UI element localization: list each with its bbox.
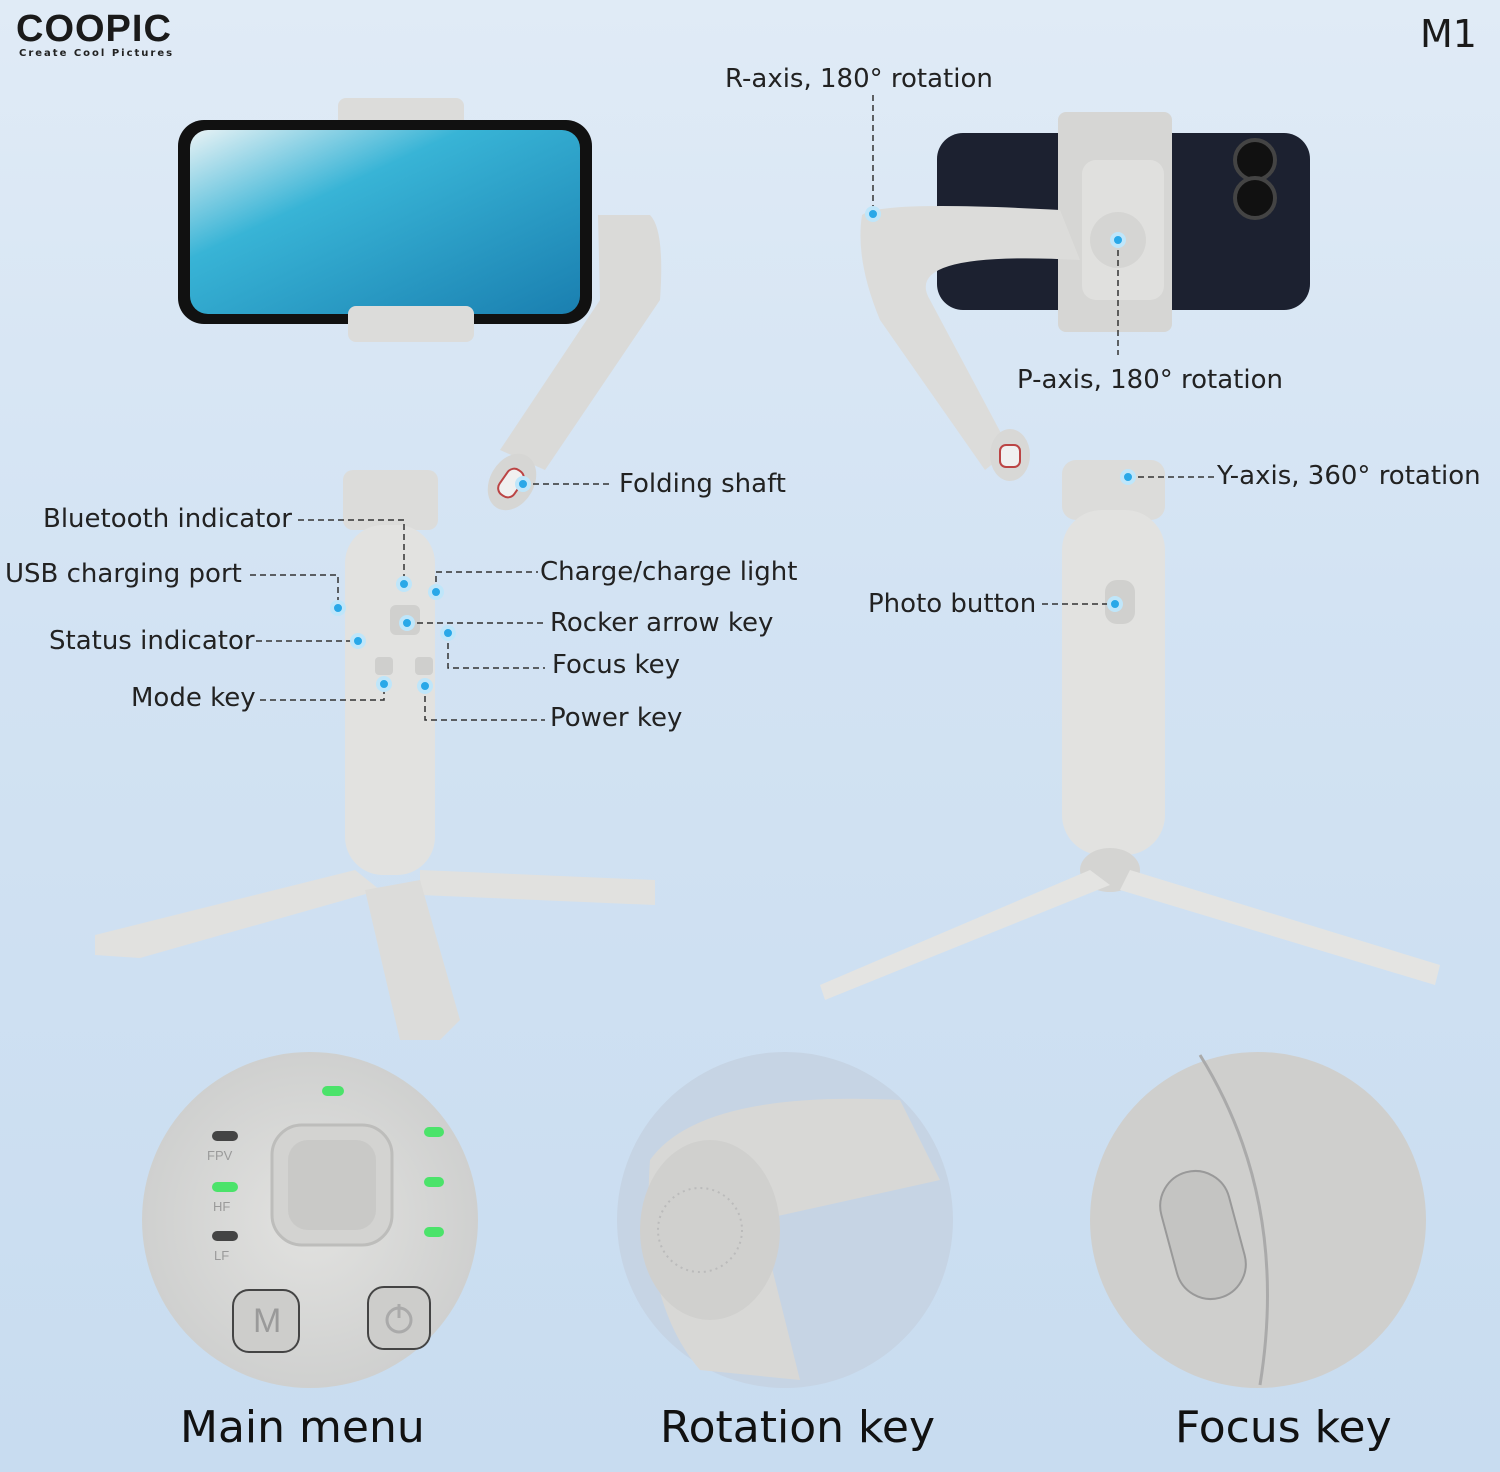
- lf-led-label: LF: [214, 1248, 230, 1263]
- gimbal-back-view: [820, 112, 1440, 1000]
- caption-focus-key: Focus key: [1175, 1402, 1392, 1453]
- model-label: M1: [1420, 12, 1477, 56]
- mode-key-label: Mode key: [131, 683, 256, 713]
- r-axis-label: R-axis, 180° rotation: [725, 64, 993, 94]
- brand-logo: COOPIC Create Cool Pictures: [16, 10, 174, 59]
- folding-shaft-label: Folding shaft: [619, 469, 786, 499]
- closeup-focus-key: [1090, 1052, 1426, 1388]
- caption-rotation-key: Rotation key: [660, 1402, 936, 1453]
- brand-name: COOPIC: [16, 8, 172, 50]
- hf-led-label: HF: [213, 1199, 231, 1214]
- brand-tagline: Create Cool Pictures: [19, 48, 175, 59]
- p-axis-label: P-axis, 180° rotation: [1017, 365, 1283, 395]
- bluetooth-indicator-label: Bluetooth indicator: [43, 504, 292, 534]
- status-indicator-label: Status indicator: [49, 626, 255, 656]
- gimbal-front-view: [95, 98, 662, 1040]
- closeup-main-menu: [142, 1052, 478, 1388]
- focus-key-label: Focus key: [552, 650, 681, 680]
- mode-button-glyph: M: [253, 1302, 282, 1340]
- photo-button-label: Photo button: [868, 589, 1037, 619]
- closeup-rotation-key: [617, 1052, 953, 1388]
- charge-light-label: Charge/charge light: [540, 557, 798, 587]
- callout-dots: [330, 206, 1136, 694]
- usb-port-label: USB charging port: [5, 559, 242, 589]
- caption-main-menu: Main menu: [180, 1402, 425, 1453]
- fpv-led-label: FPV: [207, 1148, 233, 1163]
- power-key-label: Power key: [550, 703, 683, 733]
- y-axis-label: Y-axis, 360° rotation: [1217, 461, 1481, 491]
- rocker-key-label: Rocker arrow key: [550, 608, 774, 638]
